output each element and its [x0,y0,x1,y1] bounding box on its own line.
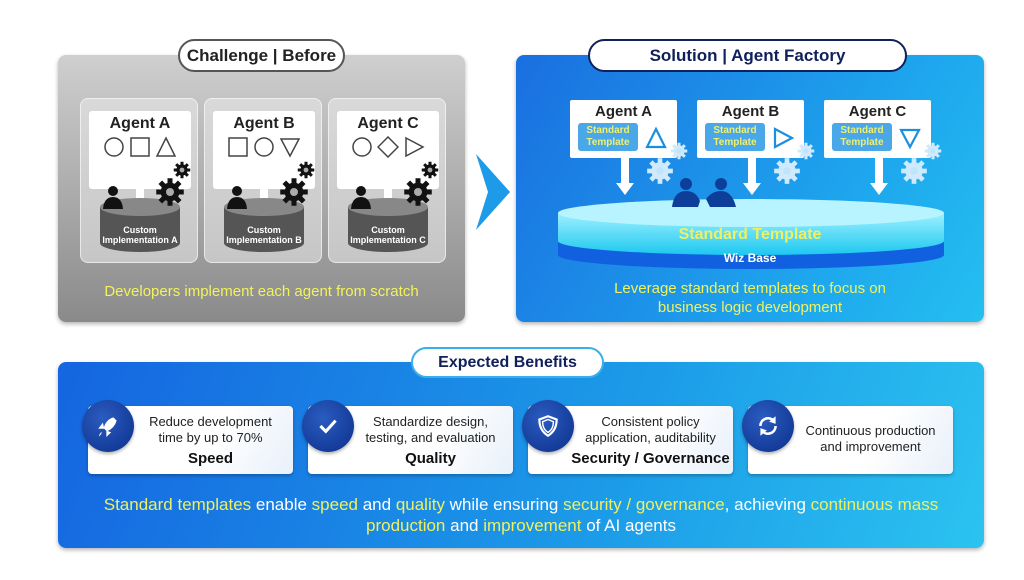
solution-panel: Standard Template Wiz Base Agent A Stand… [516,55,984,322]
summary-highlight: speed [311,495,358,514]
benefit-heading: Quality [405,450,456,467]
circle-shape-icon [352,137,372,157]
platform-wiz-base: Wiz Base [723,251,777,265]
solution-title: Solution | Agent Factory [588,39,907,72]
benefits-title: Expected Benefits [411,347,604,378]
arrow-down-icon [870,158,888,195]
gear-icon [173,161,191,179]
gear-icon [421,161,439,179]
diamond-shape-icon [377,136,399,158]
gear-icon [280,178,308,206]
developer-icon [103,186,123,209]
gear-icon [924,142,942,160]
gear-icon [901,158,927,184]
shield-icon [522,400,574,452]
summary-text: and [445,516,484,535]
gear-icon [297,161,315,179]
solution-agent-card: Agent B Standard Template [697,100,804,158]
platform-standard-template: Standard Template [678,226,822,243]
agent-name: Agent C [357,115,419,132]
challenge-agent-card: Agent C Custom Implementation C [328,98,446,263]
triangle-shape-icon [155,136,177,157]
summary-highlight: Standard templates [103,495,252,514]
agent-name: Agent A [109,115,171,132]
standard-template-chip: Standard Template [832,123,892,151]
benefit-heading: Security / Governance [571,450,730,467]
triangle-right-shape-icon [773,127,795,149]
triangle-down-shape-icon [899,128,921,150]
benefit-desc-line1: Standardize design, [373,414,488,429]
platform-disc [558,199,944,269]
square-shape-icon [130,137,150,157]
solution-agent-card: Agent A Standard Template [570,100,677,158]
circle-shape-icon [254,137,274,157]
arrow-down-icon [616,158,634,195]
benefits-summary: Standard templates enable speed and qual… [58,494,984,536]
summary-text: , achieving [724,495,811,514]
challenge-panel: Agent A Custom Implementation A Agent B … [58,55,465,322]
agent-name: Agent C [848,103,907,120]
summary-text: of AI agents [581,516,676,535]
developer-icon [227,186,247,209]
summary-highlight: quality [395,495,445,514]
circle-shape-icon [104,137,124,157]
agent-name: Agent A [595,103,652,120]
benefit-desc-line1: Continuous production [805,423,936,438]
agent-name: Agent B [721,103,780,120]
challenge-title: Challenge | Before [178,39,345,72]
summary-text: enable [251,495,312,514]
summary-text: and [358,495,396,514]
challenge-agent-card: Agent A Custom Implementation A [80,98,198,263]
checkmark-icon [302,400,354,452]
benefit-desc-line1: Consistent policy [601,414,700,429]
rocket-icon [82,400,134,452]
benefit-desc-line2: application, auditability [585,430,716,445]
agent-name: Agent B [233,115,295,132]
developer-icon [351,186,371,209]
triangle-shape-icon [645,126,667,149]
triangle-right-shape-icon [405,136,425,158]
refresh-cycle-icon [742,400,794,452]
benefit-desc-line2: and improvement [820,439,921,454]
summary-highlight: security / governance [563,495,725,514]
arrow-down-icon [743,158,761,195]
standard-template-chip: Standard Template [578,123,638,151]
gear-icon [774,158,800,184]
challenge-agent-card: Agent B Custom Implementation B [204,98,322,263]
solution-caption-line2: business logic development [657,299,843,316]
benefit-desc-line1: Reduce development [149,414,272,429]
gear-icon [647,158,673,184]
benefit-desc-line2: testing, and evaluation [365,430,496,445]
challenge-caption: Developers implement each agent from scr… [104,283,419,300]
benefit-desc-line2: time by up to 70% [158,430,263,445]
solution-caption-line1: Leverage standard templates to focus on [614,280,886,297]
gear-icon [156,178,184,206]
summary-highlight: improvement [483,516,582,535]
square-shape-icon [228,137,248,157]
gear-icon [404,178,432,206]
summary-text: while ensuring [444,495,564,514]
gear-icon [797,142,815,160]
benefit-heading: Speed [187,450,233,467]
chevron-right-icon [476,154,510,230]
triangle-down-shape-icon [279,138,301,158]
standard-template-chip: Standard Template [705,123,765,151]
summary-highlight: continuous mass production [366,495,939,535]
gear-icon [670,142,688,160]
solution-agent-card: Agent C Standard Template [824,100,931,158]
collaborating-people-icon [672,178,736,207]
